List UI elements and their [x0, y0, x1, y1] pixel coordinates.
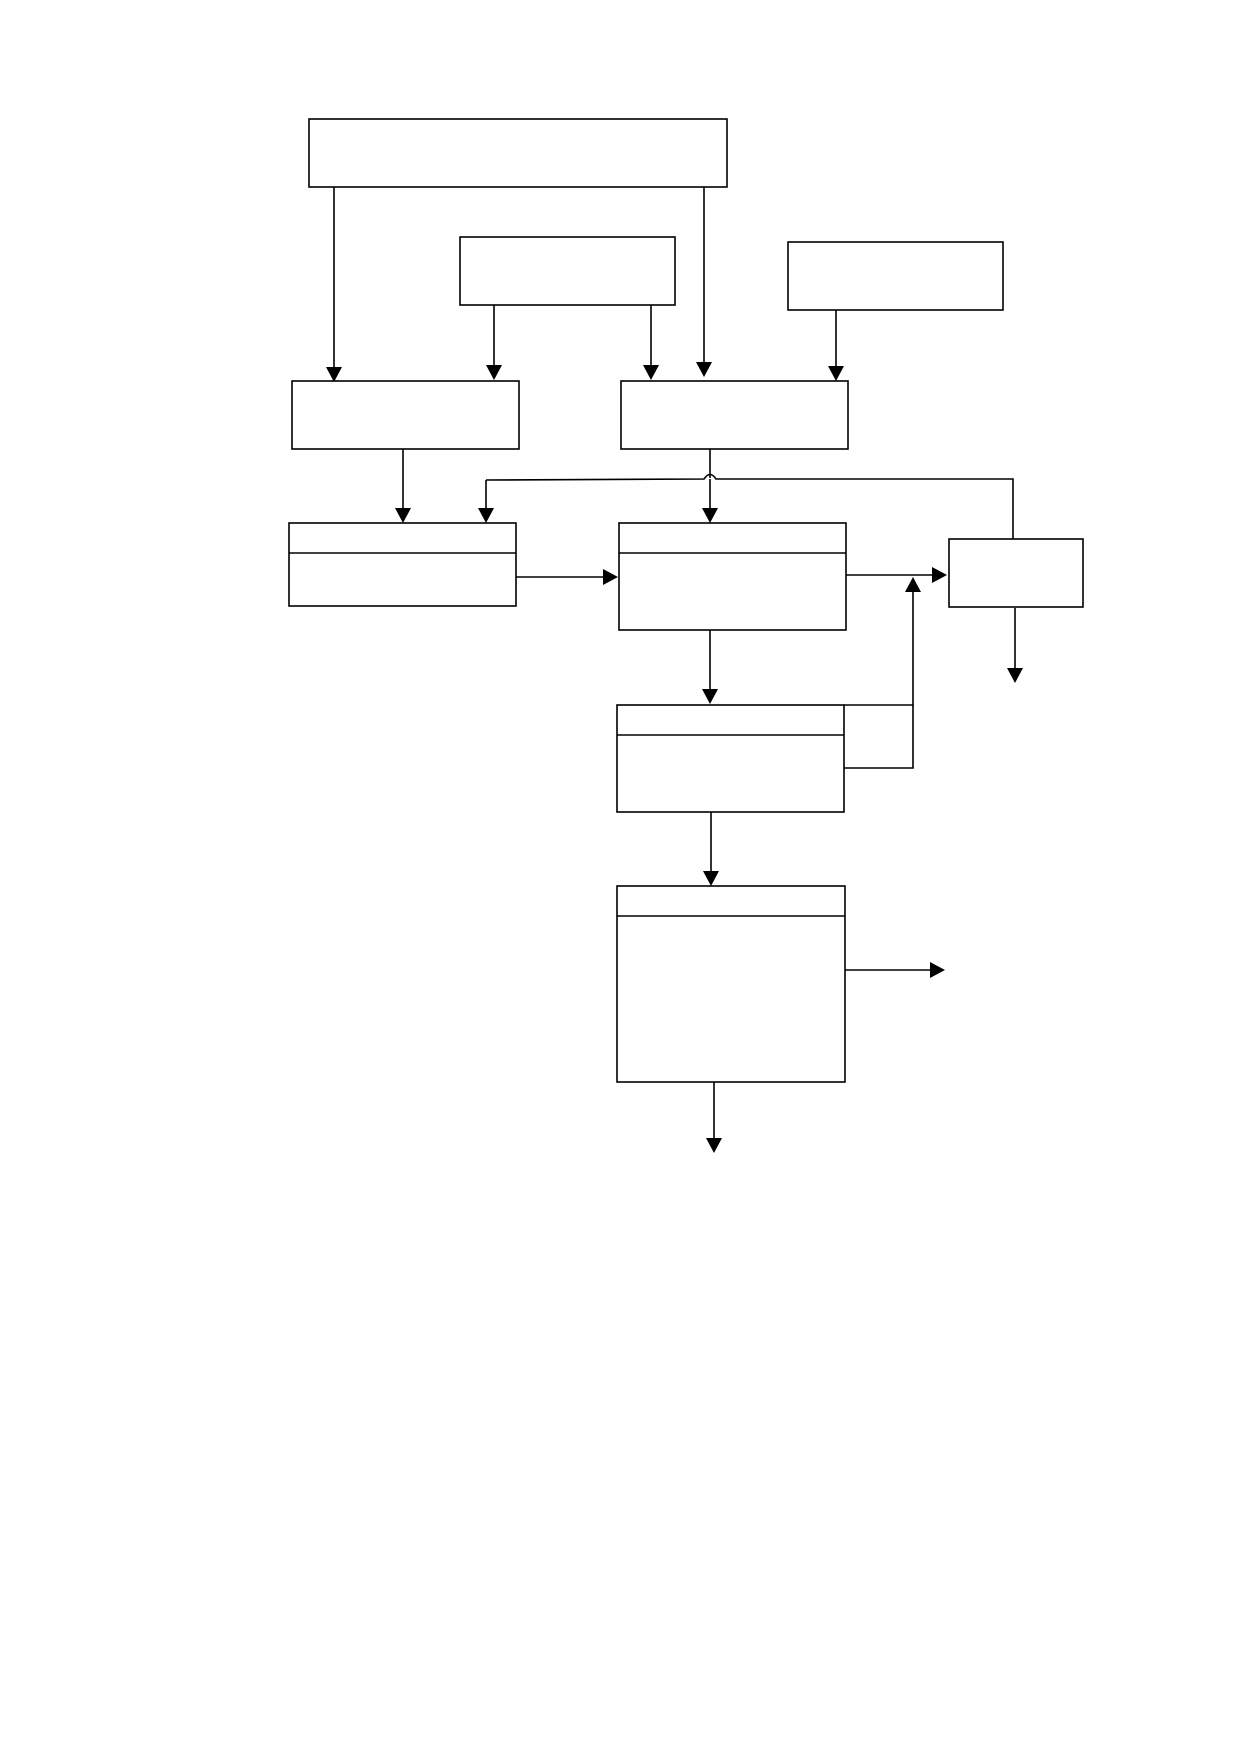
edge-lower-header-feedback — [844, 577, 921, 769]
edge-center-header-to-right-small — [846, 567, 947, 583]
node-right-small-box — [948, 538, 1084, 608]
node-middle-upper-box — [459, 236, 676, 306]
edge-center-mid-to-center-header — [702, 479, 718, 523]
edge-center-mid-branch — [478, 449, 1014, 539]
edge-left-header-to-center-header — [516, 569, 618, 585]
node-left-header-box — [288, 522, 517, 607]
node-bottom-header-box — [616, 885, 846, 1083]
edge-middle-upper-to-center-mid — [643, 305, 659, 380]
edge-center-header-to-lower-header — [702, 630, 718, 704]
edge-bottom-header-down-output — [706, 1082, 722, 1153]
node-center-header-box — [618, 522, 847, 631]
edge-top-to-center-mid — [696, 187, 712, 377]
edge-left-mid-to-left-header — [395, 449, 411, 523]
edge-bottom-header-right-output — [845, 962, 945, 978]
edge-middle-upper-to-left-mid — [486, 305, 502, 380]
edge-right-small-output — [1007, 608, 1023, 683]
node-left-mid-box — [291, 380, 520, 450]
edge-lower-header-to-bottom-header — [703, 812, 719, 886]
node-center-mid-box — [620, 380, 849, 450]
node-lower-header-box — [616, 704, 845, 813]
node-right-upper-box — [787, 241, 1004, 311]
edge-top-to-left-mid — [326, 187, 342, 382]
node-top-wide-box — [308, 118, 728, 188]
edge-right-upper-to-center-mid — [828, 310, 844, 381]
